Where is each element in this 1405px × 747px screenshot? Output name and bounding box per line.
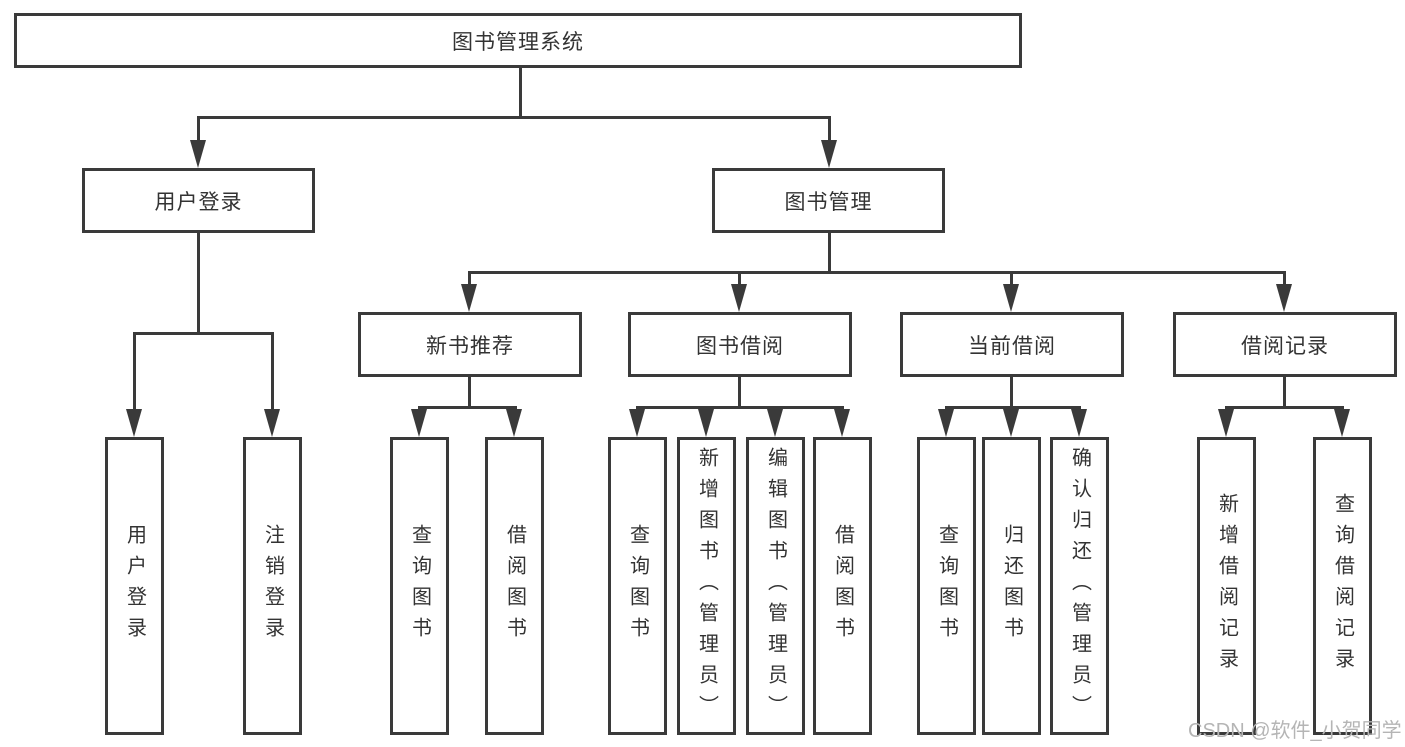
connector-newrec-horizontal — [418, 406, 517, 409]
arrow-down-icon — [1276, 284, 1292, 312]
node-label: 借阅记录 — [1241, 334, 1329, 358]
node-label: 查询图书 — [935, 524, 958, 648]
connector-drop — [468, 271, 471, 287]
connector-records-stem — [1283, 374, 1286, 409]
connector-bookmgmt-stem — [828, 231, 831, 273]
arrow-down-icon — [767, 409, 783, 437]
node-current-borrowing: 当前借阅 — [900, 312, 1124, 377]
node-query-books-3: 查询图书 — [917, 437, 976, 735]
node-library-management-system: 图书管理系统 — [14, 13, 1022, 68]
connector-current-horizontal — [945, 406, 1081, 409]
node-confirm-return-admin: 确认归还（管理员） — [1050, 437, 1109, 735]
connector-drop — [738, 271, 741, 287]
node-label: 当前借阅 — [968, 334, 1056, 358]
arrow-down-icon — [821, 140, 837, 168]
node-label: 查询图书 — [626, 524, 649, 648]
node-label: 新增借阅记录 — [1215, 493, 1238, 679]
connector-level3-horizontal — [468, 271, 1286, 274]
node-label: 图书管理 — [784, 190, 873, 214]
node-label: 查询图书 — [408, 524, 431, 648]
node-borrow-books-1: 借阅图书 — [485, 437, 544, 735]
node-borrow-books-2: 借阅图书 — [813, 437, 872, 735]
node-edit-books-admin: 编辑图书（管理员） — [746, 437, 805, 735]
node-label: 编辑图书（管理员） — [764, 446, 787, 726]
node-label: 图书管理系统 — [452, 30, 584, 54]
arrow-down-icon — [938, 409, 954, 437]
arrow-down-icon — [1071, 409, 1087, 437]
node-query-borrow-record: 查询借阅记录 — [1313, 437, 1372, 735]
node-label: 用户登录 — [123, 524, 146, 648]
node-label: 注销登录 — [261, 524, 284, 648]
arrow-down-icon — [1218, 409, 1234, 437]
arrow-down-icon — [411, 409, 427, 437]
connector-drop — [271, 332, 274, 411]
arrow-down-icon — [1334, 409, 1350, 437]
arrow-down-icon — [698, 409, 714, 437]
node-label: 用户登录 — [154, 190, 243, 214]
node-label: 归还图书 — [1000, 524, 1023, 648]
node-borrowing-records: 借阅记录 — [1173, 312, 1397, 377]
arrow-down-icon — [1003, 409, 1019, 437]
connector-bookmgmt-drop — [828, 116, 831, 144]
connector-drop — [1010, 271, 1013, 287]
node-label: 借阅图书 — [503, 524, 526, 648]
arrow-down-icon — [506, 409, 522, 437]
arrow-down-icon — [461, 284, 477, 312]
node-new-book-recommend: 新书推荐 — [358, 312, 582, 377]
node-user-login: 用户登录 — [82, 168, 315, 233]
node-logout: 注销登录 — [243, 437, 302, 735]
node-label: 图书借阅 — [696, 334, 784, 358]
arrow-down-icon — [834, 409, 850, 437]
arrow-down-icon — [731, 284, 747, 312]
arrow-down-icon — [126, 409, 142, 437]
connector-userlogin-stem — [197, 231, 200, 335]
node-user-login-leaf: 用户登录 — [105, 437, 164, 735]
node-add-borrow-record: 新增借阅记录 — [1197, 437, 1256, 735]
connector-records-horizontal — [1225, 406, 1344, 409]
node-query-books-1: 查询图书 — [390, 437, 449, 735]
connector-newrec-stem — [468, 374, 471, 409]
node-book-borrowing: 图书借阅 — [628, 312, 852, 377]
node-add-books-admin: 新增图书（管理员） — [677, 437, 736, 735]
node-query-books-2: 查询图书 — [608, 437, 667, 735]
node-label: 确认归还（管理员） — [1068, 446, 1091, 726]
connector-drop — [133, 332, 136, 411]
node-label: 新增图书（管理员） — [695, 446, 718, 726]
node-book-management: 图书管理 — [712, 168, 945, 233]
connector-borrow-horizontal — [636, 406, 844, 409]
node-label: 借阅图书 — [831, 524, 854, 648]
connector-drop — [1283, 271, 1286, 287]
connector-userlogin-drop — [197, 116, 200, 144]
connector-userlogin-horizontal — [133, 332, 274, 335]
csdn-watermark: CSDN @软件_小贺同学 — [1188, 720, 1402, 742]
node-return-books: 归还图书 — [982, 437, 1041, 735]
arrow-down-icon — [1003, 284, 1019, 312]
arrow-down-icon — [629, 409, 645, 437]
connector-root-horizontal — [197, 116, 831, 119]
arrow-down-icon — [264, 409, 280, 437]
connector-current-stem — [1010, 374, 1013, 409]
arrow-down-icon — [190, 140, 206, 168]
connector-borrow-stem — [738, 374, 741, 409]
node-label: 新书推荐 — [426, 334, 514, 358]
connector-root-stem — [519, 66, 522, 119]
node-label: 查询借阅记录 — [1331, 493, 1354, 679]
